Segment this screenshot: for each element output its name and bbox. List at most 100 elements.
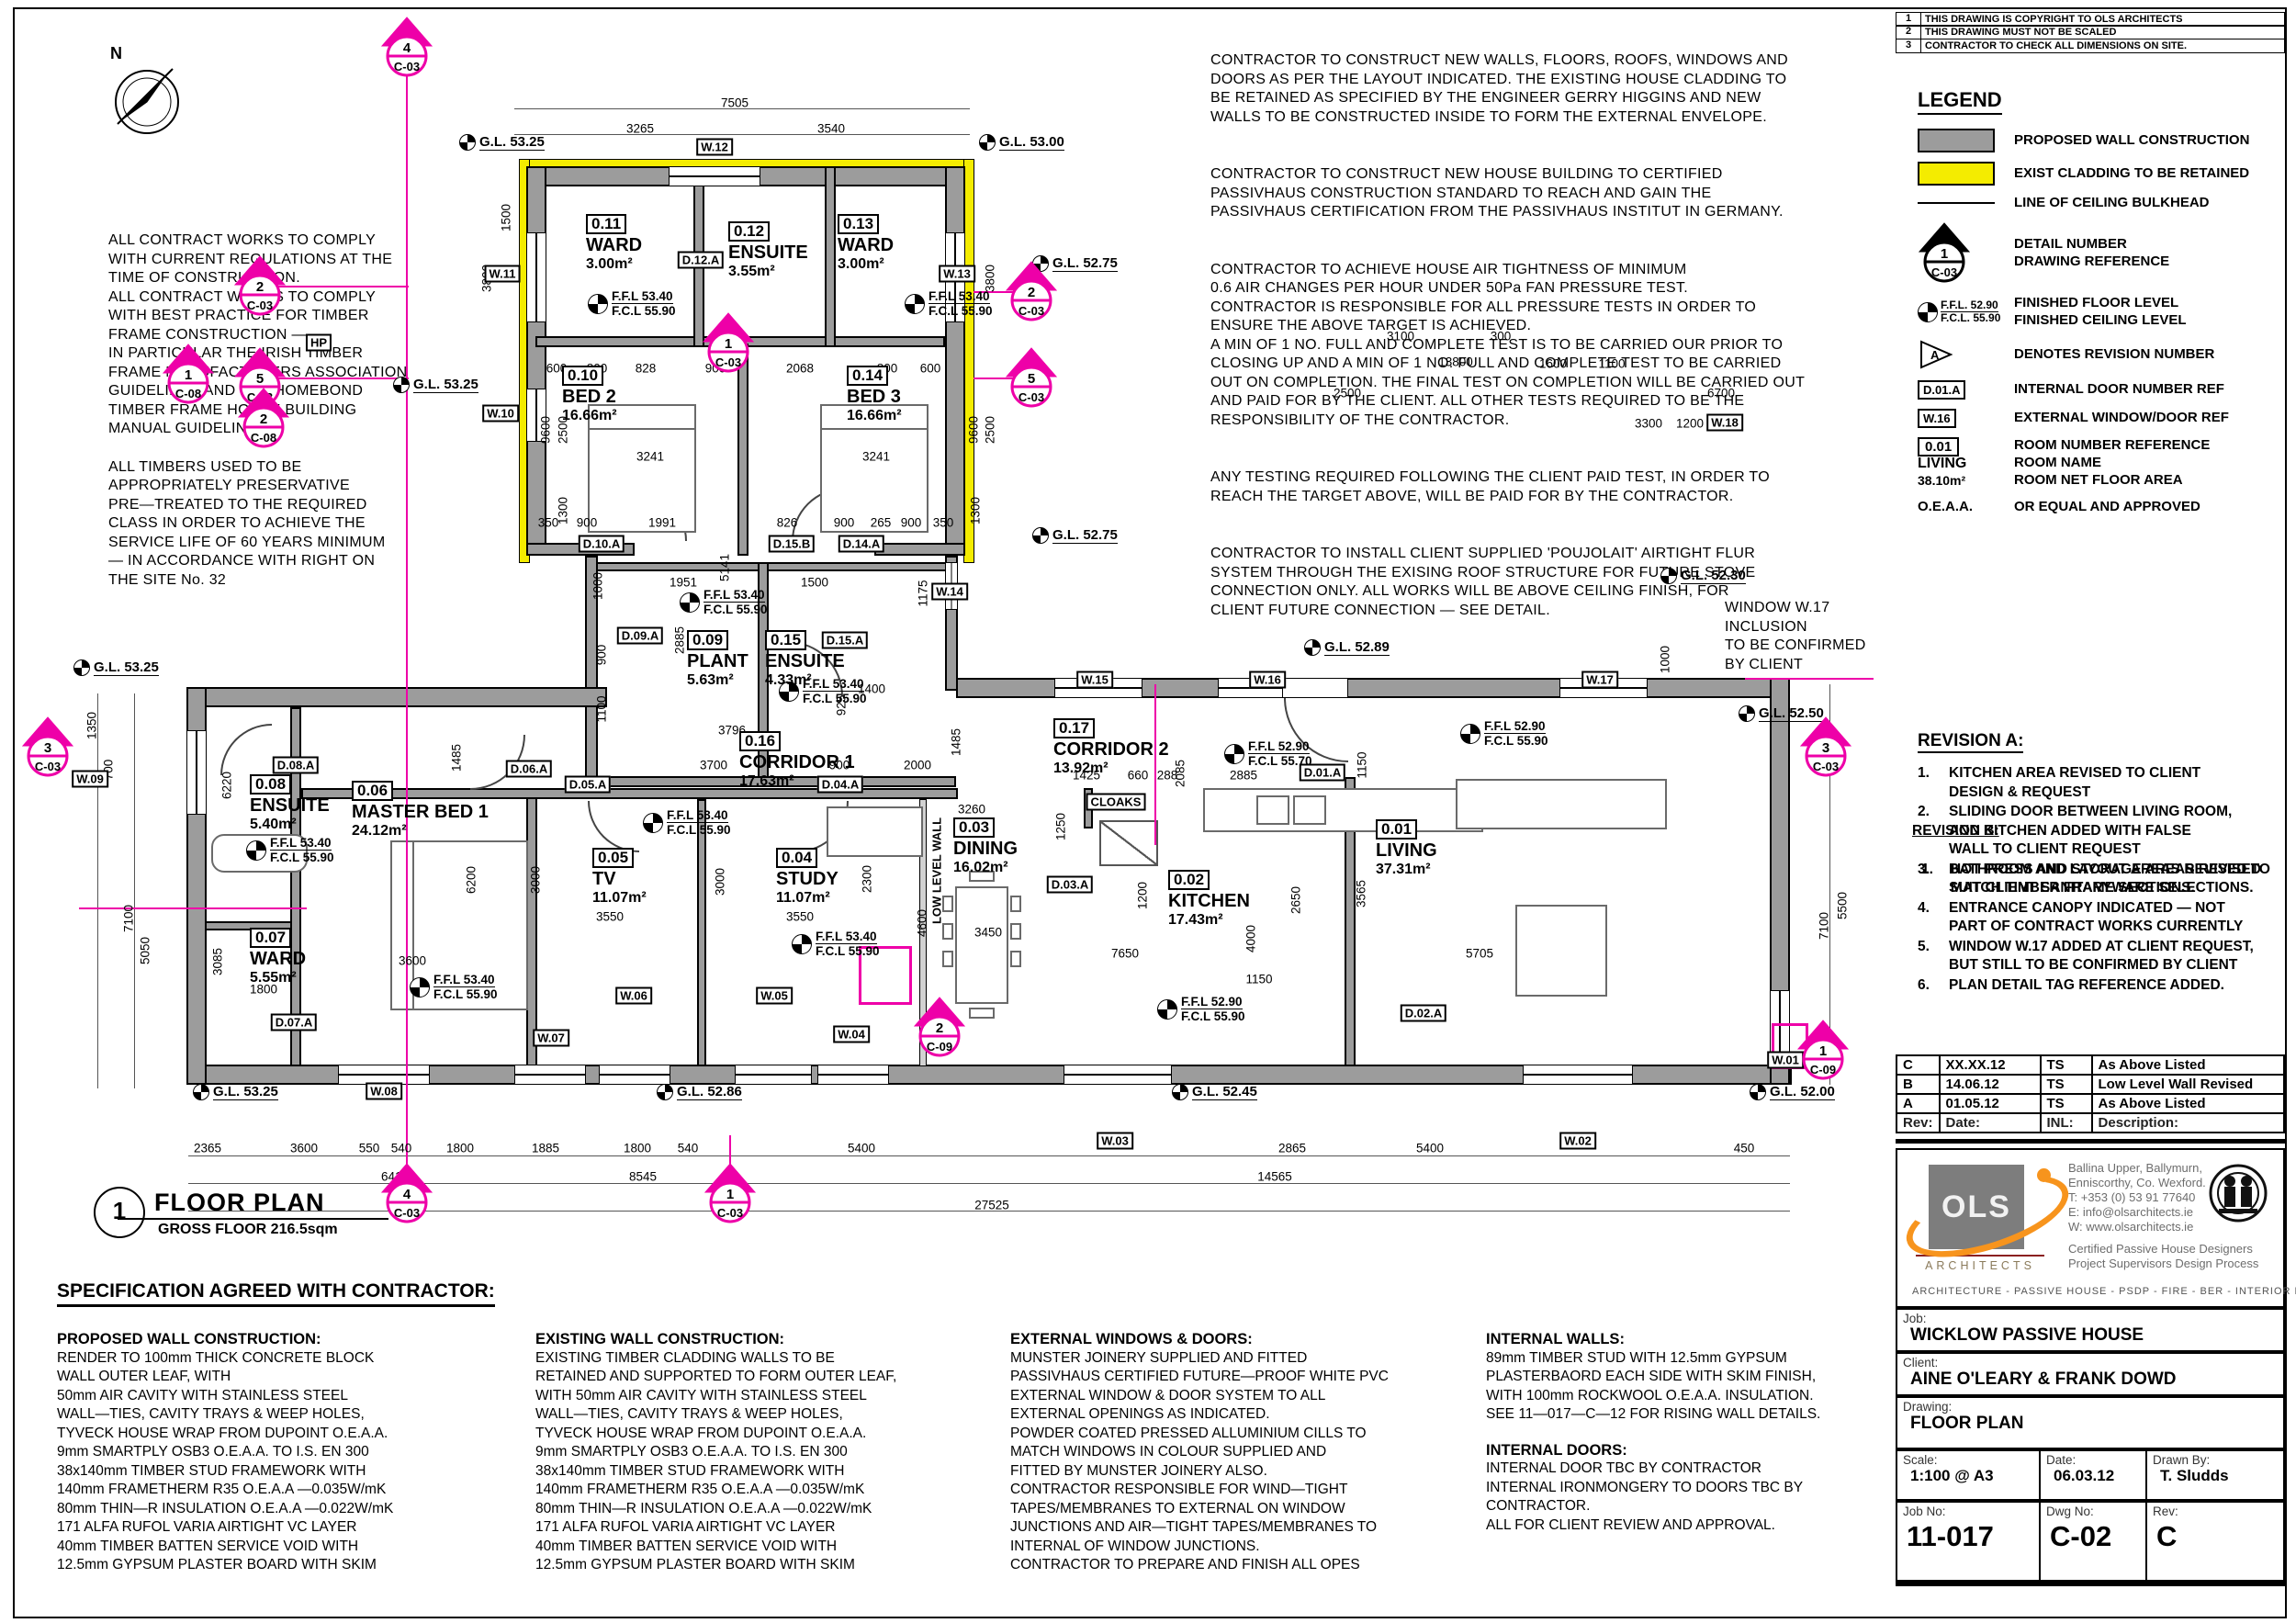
spec-heading: SPECIFICATION AGREED WITH CONTRACTOR: <box>57 1280 495 1307</box>
spec-section: EXISTING WALL CONSTRUCTION:EXISTING TIMB… <box>535 1331 897 1572</box>
drawing-label: Drawing: <box>1903 1400 1953 1414</box>
dimension-label: 5705 <box>1465 946 1494 961</box>
revision-b-overprint: REVISION B: <box>1912 822 1999 839</box>
spec-section-title: INTERNAL DOORS: <box>1486 1441 1627 1459</box>
door-tag-D.04.A: D.04.A <box>816 775 864 794</box>
window-W10 <box>526 389 546 442</box>
client-label: Client: <box>1903 1356 1939 1369</box>
job-label: Job: <box>1903 1312 1927 1325</box>
door-tag-D.12.A: D.12.A <box>677 251 725 269</box>
spec-section: EXTERNAL WINDOWS & DOORS:MUNSTER JOINERY… <box>1010 1331 1389 1572</box>
spec-column: PROPOSED WALL CONSTRUCTION:RENDER TO 100… <box>57 1330 393 1592</box>
svg-text:1: 1 <box>1819 1043 1827 1059</box>
dimension-label: 900 <box>828 758 850 772</box>
dimension-label: 2885 <box>1229 768 1258 783</box>
dimension-label: 2865 <box>1277 1141 1307 1155</box>
address-line: Enniscorthy, Co. Wexford. <box>2068 1176 2206 1189</box>
dimension-label: 5400 <box>1415 1141 1445 1155</box>
revision-table-cell: 14.06.12 <box>1938 1074 2042 1095</box>
cloaks-closet <box>1099 820 1158 866</box>
certification-line: Certified Passive House Designers <box>2068 1242 2253 1256</box>
dimension-label: 540 <box>677 1141 699 1155</box>
ols-logo-subtitle: ARCHITECTS <box>1916 1255 2044 1272</box>
revision-number-overprint: 1. <box>1921 861 1933 877</box>
dimension-label: 3540 <box>816 121 846 136</box>
legend-item: O.E.A.A.OR EQUAL AND APPROVED <box>1918 498 2200 515</box>
window-W02 <box>1523 1065 1633 1085</box>
svg-text:C-03: C-03 <box>394 1206 420 1220</box>
dimension-label: 350 <box>932 515 954 530</box>
dimension-label: 7650 <box>1110 946 1140 961</box>
revision-table-cell: XX.XX.12 <box>1938 1054 2042 1076</box>
ground-level-marker: G.L. 53.25 <box>393 377 478 394</box>
dimension-label: 9600 <box>538 415 553 445</box>
window-W11 <box>526 232 546 322</box>
dimension-label: 1800 <box>249 982 278 997</box>
revision-item: 6.PLAN DETAIL TAG REFERENCE ADDED. <box>1918 976 2281 996</box>
window-tag-W.08: W.08 <box>366 1082 402 1100</box>
ground-level-marker: G.L. 52.00 <box>1750 1084 1835 1101</box>
dimension-label: 3260 <box>957 802 986 817</box>
revision-item-text: WINDOW W.17 ADDED AT CLIENT REQUEST,BUT … <box>1949 938 2254 974</box>
door-tag-D.03.A: D.03.A <box>1046 875 1094 894</box>
scale-value: 1:100 @ A3 <box>1910 1467 1994 1484</box>
door-tag-D.14.A: D.14.A <box>838 535 885 553</box>
ground-level-marker: G.L. 52.89 <box>1304 639 1390 657</box>
dimension-label: 1100 <box>594 695 609 723</box>
plan-title: FLOOR PLAN <box>154 1189 325 1216</box>
dimension-label: 1400 <box>857 682 886 696</box>
dimension-label: 1500 <box>499 203 513 232</box>
svg-text:C-03: C-03 <box>1019 304 1044 318</box>
window-tag-W.07: W.07 <box>533 1029 569 1047</box>
dimension-label: 900 <box>594 644 609 666</box>
svg-text:5: 5 <box>256 371 264 387</box>
revision-table-header: Description: <box>2090 1112 2286 1133</box>
dimension-label: 3600 <box>289 1141 319 1155</box>
window-tag-W.06: W.06 <box>615 986 652 1005</box>
revision-item-number: 5. <box>1918 938 1930 954</box>
dimension-label: 2068 <box>785 361 815 376</box>
spec-section-title: EXISTING WALL CONSTRUCTION: <box>535 1331 785 1347</box>
dimension-label: 3600 <box>398 953 427 968</box>
dimension-label: 6200 <box>464 865 478 895</box>
dimension-label: 550 <box>358 1141 380 1155</box>
dimension-label: 1200 <box>1135 881 1150 910</box>
window-tag-W.10: W.10 <box>482 404 519 423</box>
dimension-label: 660 <box>1127 768 1149 783</box>
north-arrow: N <box>108 44 186 141</box>
door-tag-D.02.A: D.02.A <box>1400 1004 1447 1022</box>
window-tag-W.17: W.17 <box>1581 671 1618 689</box>
revision-table-cell: TS <box>2039 1054 2093 1076</box>
note-paragraph: CONTRACTOR TO ACHIEVE HOUSE AIR TIGHTNES… <box>1210 261 1806 428</box>
ground-level-marker: G.L. 53.00 <box>979 134 1064 152</box>
dimension-label: 3085 <box>210 947 225 976</box>
svg-text:C-03: C-03 <box>1931 265 1957 279</box>
svg-text:1: 1 <box>725 336 732 352</box>
address-line: Ballina Upper, Ballymurn, <box>2068 1161 2202 1175</box>
window-tag-W.04: W.04 <box>833 1025 870 1043</box>
dimension-label: 5050 <box>138 936 152 965</box>
spec-section-title: EXTERNAL WINDOWS & DOORS: <box>1010 1331 1253 1347</box>
door-tag-D.05.A: D.05.A <box>564 775 612 794</box>
plan-label: CLOAKS <box>1086 793 1146 811</box>
sheet-border <box>13 7 2287 1618</box>
